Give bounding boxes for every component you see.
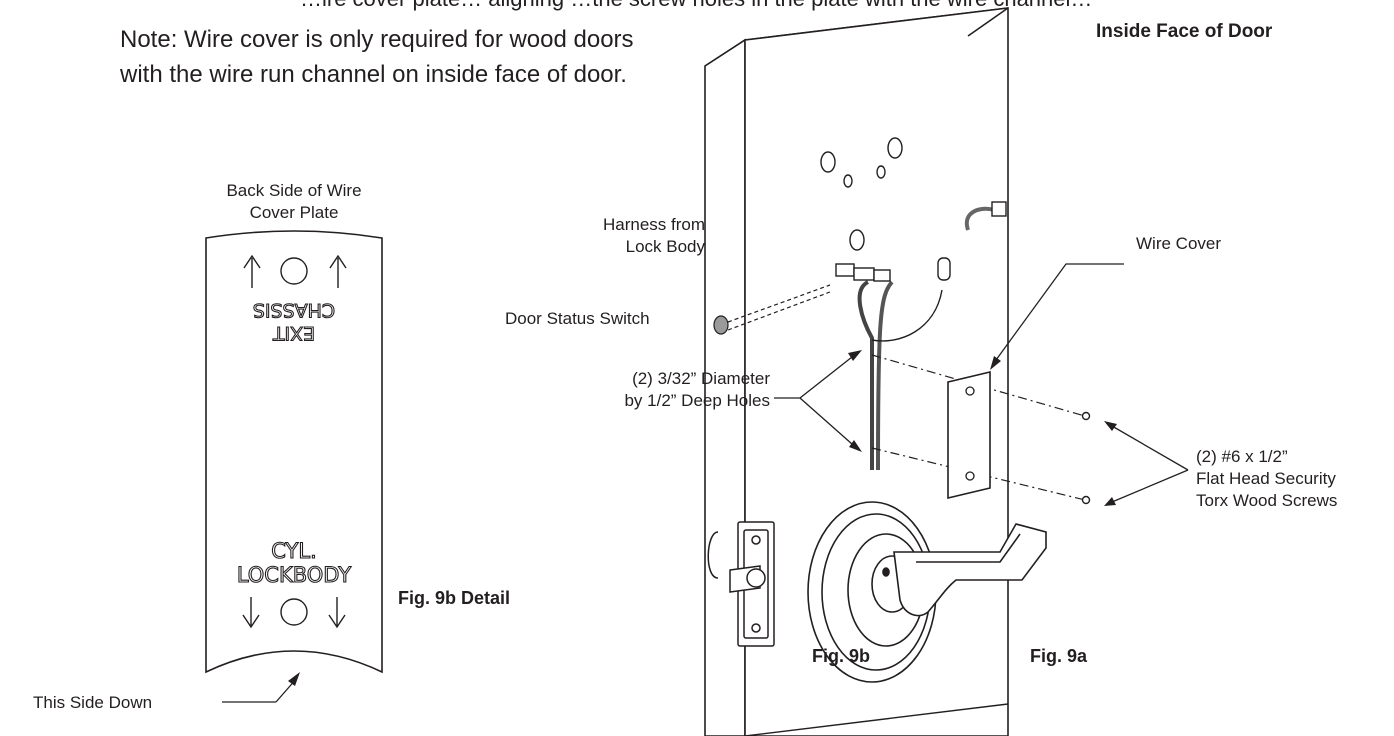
- holes-label-line-2: by 1/2” Deep Holes: [624, 391, 770, 410]
- holes-arrowhead-lower: [849, 440, 862, 452]
- lever-handle: [807, 501, 1047, 683]
- door-status-switch-label: Door Status Switch: [505, 309, 650, 328]
- top-clipped-text: …ire cover plate… aligning …the screw ho…: [300, 0, 1092, 11]
- door-prep-holes: [820, 137, 903, 251]
- wire-cover-on-door: [947, 370, 991, 500]
- fig-9b-detail-label: Fig. 9b Detail: [398, 588, 510, 608]
- plate-text-exit: EXIT: [272, 322, 315, 344]
- screws-arrowhead-upper: [1104, 421, 1117, 431]
- plate-text-chassis: CHASSIS: [253, 299, 335, 321]
- screws-label-line-2: Flat Head Security: [1196, 469, 1336, 488]
- harness-label-line-2: Lock Body: [626, 237, 706, 256]
- back-side-label-line-2: Cover Plate: [250, 203, 339, 222]
- exit-chassis-text: EXIT CHASSIS: [252, 298, 335, 344]
- this-side-down-label: This Side Down: [33, 693, 152, 712]
- plate-text-cyl: CYL.: [271, 539, 317, 563]
- bottom-hole-circle: [280, 598, 308, 626]
- screws-label-line-1: (2) #6 x 1/2”: [1196, 447, 1288, 466]
- door-top-edge: [967, 7, 1009, 37]
- wire-cover-screw-hole-lower: [965, 471, 975, 481]
- up-arrow-icon: [243, 254, 261, 288]
- wire-cover-plate-detail: Back Side of Wire Cover Plate EXIT CHASS…: [33, 181, 510, 712]
- door-status-switch: [713, 315, 729, 335]
- fig-9a-label: Fig. 9a: [1030, 646, 1088, 666]
- wire-cover-screw-hole-upper: [965, 386, 975, 396]
- holes-label-line-1: (2) 3/32” Diameter: [632, 369, 770, 388]
- wire-harness: [727, 201, 1007, 471]
- this-side-down-arrowhead: [288, 672, 300, 686]
- up-arrow-icon: [329, 254, 347, 288]
- wire-cover-arrowhead: [990, 356, 1001, 370]
- security-screws: [1081, 411, 1091, 505]
- note-line-1: Note: Wire cover is only required for wo…: [120, 26, 634, 53]
- holes-arrowhead-upper: [848, 350, 862, 361]
- back-side-label-line-1: Back Side of Wire: [226, 181, 361, 200]
- wire-cover-plate: [205, 230, 383, 674]
- screws-arrowhead-lower: [1104, 497, 1116, 506]
- inside-face-title: Inside Face of Door: [1096, 21, 1273, 42]
- screws-leaders: [1111, 425, 1189, 503]
- holes-leaders: [774, 356, 853, 445]
- note-line-2: with the wire run channel on inside face…: [119, 61, 627, 88]
- wire-cover-leader: [995, 263, 1124, 361]
- door-bottom-line: [744, 703, 1009, 736]
- harness-label-line-1: Harness from: [603, 215, 705, 234]
- down-arrow-icon: [328, 597, 346, 629]
- wire-cover-label: Wire Cover: [1136, 234, 1221, 253]
- this-side-down-leader: [222, 677, 298, 703]
- plate-text-lockbody: LOCKBODY: [237, 563, 352, 587]
- down-arrow-icon: [242, 597, 260, 629]
- fig-9b-label: Fig. 9b: [812, 646, 870, 666]
- screws-label-line-3: Torx Wood Screws: [1196, 491, 1337, 510]
- top-hole-circle: [280, 257, 308, 285]
- latch-assembly: [707, 521, 775, 647]
